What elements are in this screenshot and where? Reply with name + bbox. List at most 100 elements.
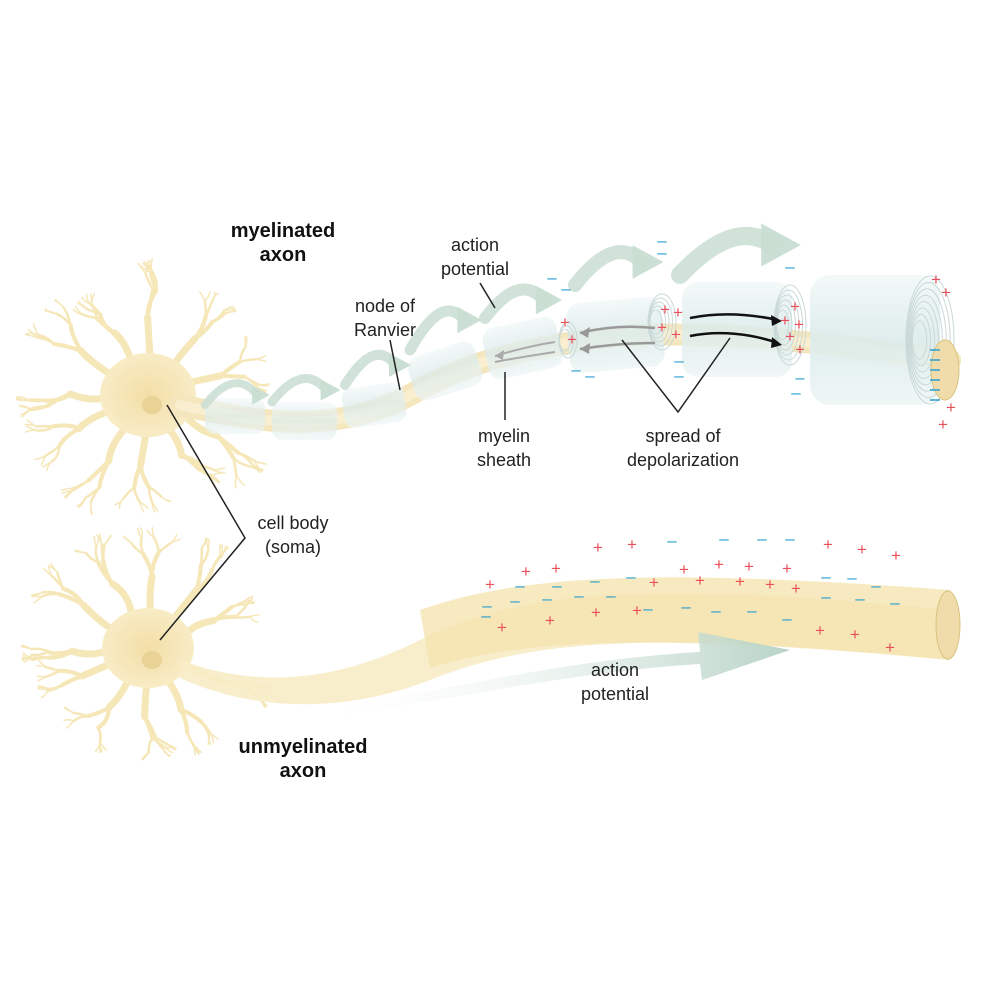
plus-charge: +	[735, 572, 745, 591]
dendrite-branch	[32, 652, 48, 655]
cell-body-label: cell body(soma)	[243, 511, 343, 559]
green-hop-arrowhead	[321, 379, 341, 401]
dendrite-branch	[26, 430, 37, 432]
minus-charge: –	[782, 609, 792, 628]
plus-charge: +	[794, 315, 804, 334]
dendrite-branch	[143, 554, 152, 577]
dendrite-branch	[74, 716, 88, 721]
dendrite-branch	[47, 671, 60, 677]
dendrite-branch	[82, 314, 97, 318]
dendrite-branch	[213, 473, 222, 475]
plus-charge: +	[938, 415, 948, 434]
dendrite-branch	[123, 488, 134, 499]
dendrite-branch	[32, 592, 43, 595]
plus-charge: +	[671, 325, 681, 344]
minus-charge: –	[821, 567, 831, 586]
dendrite-branch	[64, 720, 74, 721]
dendrite-branch	[55, 300, 63, 308]
dendrite-branch	[47, 651, 72, 653]
sheath-1	[205, 398, 265, 434]
dendrite-branch	[148, 290, 154, 318]
plus-charge: +	[823, 535, 833, 554]
dendrite-branch	[124, 536, 132, 543]
dendrite-branch	[201, 722, 210, 734]
nucleus-top	[142, 396, 162, 414]
plus-charge: +	[885, 638, 895, 657]
sheath-2	[272, 402, 337, 440]
plus-charge: +	[815, 621, 825, 640]
dendrite-branch	[100, 314, 114, 332]
dendrite-branch	[37, 666, 46, 667]
dendrite-branch	[32, 649, 48, 652]
dendrite-branch	[37, 337, 54, 344]
minus-charge: –	[574, 586, 584, 605]
green-hop-arrow	[680, 236, 772, 275]
plus-charge: +	[673, 303, 683, 322]
minus-charge: –	[643, 599, 653, 618]
plus-charge: +	[744, 557, 754, 576]
plus-charge: +	[891, 546, 901, 565]
dendrite-branch	[74, 480, 89, 490]
dendrite-branch	[250, 617, 258, 623]
minus-charge: –	[674, 366, 684, 385]
dendrite-branch	[236, 607, 246, 617]
dendrite-branch	[43, 594, 60, 596]
plus-charge: +	[591, 603, 601, 622]
dendrite-branch	[28, 400, 45, 401]
plus-charge: +	[660, 300, 670, 319]
minus-charge: –	[821, 587, 831, 606]
dendrite-branch	[220, 544, 221, 555]
plus-charge: +	[782, 559, 792, 578]
dendrite-branch	[53, 425, 79, 428]
green-hop-arrow	[575, 252, 641, 285]
plus-charge: +	[679, 560, 689, 579]
plus-charge: +	[941, 283, 951, 302]
dendrite-branch	[45, 394, 70, 401]
dendrite-branch	[236, 476, 244, 485]
minus-charge: –	[719, 529, 729, 548]
plus-charge: +	[785, 327, 795, 346]
dendrite-branch	[205, 301, 206, 317]
dendrite-branch	[250, 615, 259, 617]
dendrite-branch	[94, 536, 96, 546]
dendrite-branch	[141, 465, 149, 487]
minus-charge: –	[747, 601, 757, 620]
dendrite-branch	[96, 743, 100, 752]
sheath-3	[341, 381, 408, 429]
dendrite-branch	[92, 294, 95, 303]
plus-charge: +	[795, 340, 805, 359]
green-hop-arrowhead	[761, 223, 801, 266]
dendrite-branch	[47, 685, 61, 689]
plus-charge: +	[765, 575, 775, 594]
green-hop-arrow	[272, 378, 326, 402]
dendrite-branch	[134, 488, 140, 502]
dendrite-branch	[165, 747, 175, 748]
dendrite-branch	[161, 497, 170, 502]
plus-charge: +	[567, 330, 577, 349]
minus-charge: –	[757, 529, 767, 548]
minus-charge: –	[785, 257, 795, 276]
minus-charge: –	[552, 576, 562, 595]
plus-charge: +	[545, 611, 555, 630]
nucleus-bottom	[142, 651, 162, 669]
minus-charge: –	[561, 279, 571, 298]
dendrite-branch	[187, 732, 193, 746]
dendrite-branch	[141, 538, 143, 554]
dendrite-branch	[119, 499, 123, 508]
dendrite-branch	[100, 534, 102, 544]
dendrite-branch	[236, 617, 250, 618]
minus-charge: –	[711, 601, 721, 620]
plus-charge: +	[627, 535, 637, 554]
plus-charge: +	[850, 625, 860, 644]
dendrite-branch	[46, 667, 60, 671]
dendrite-branch	[65, 707, 73, 712]
dendrite-branch	[235, 476, 236, 488]
unmyelinated-neuron	[21, 528, 272, 760]
minus-charge: –	[585, 366, 595, 385]
dendrite-branch	[256, 356, 266, 359]
minus-charge: –	[626, 567, 636, 586]
